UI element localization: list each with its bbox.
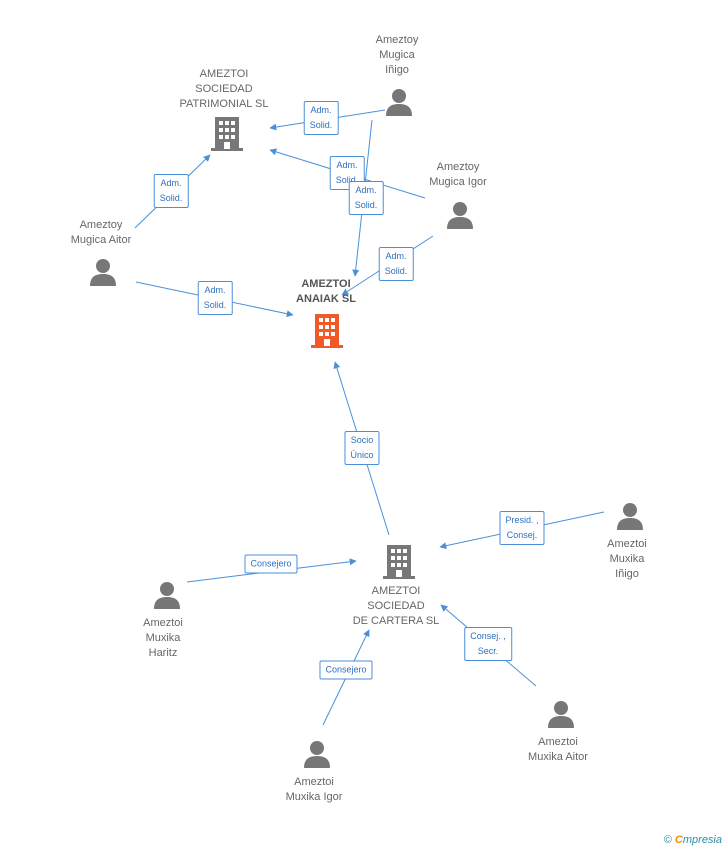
building-icon-patrimonial[interactable] (211, 116, 243, 152)
person-icon-aitor-muxika[interactable] (547, 700, 575, 728)
company-label-patrimonial[interactable]: AMEZTOI SOCIEDAD PATRIMONIAL SL (179, 68, 269, 110)
edge-label-presid-consej[interactable]: Presid. , Consej. (499, 511, 545, 545)
copyright-icon: © (663, 834, 672, 846)
building-icon-main[interactable] (311, 313, 343, 349)
edge-label-adm-solid[interactable]: Adm. Solid. (348, 181, 384, 215)
person-icon-aitor-mugica[interactable] (89, 258, 117, 286)
edge-label-adm-solid[interactable]: Adm. Solid. (378, 247, 414, 281)
person-label-inigo-muxika[interactable]: Ameztoi Muxika Iñigo (607, 538, 647, 580)
brand-logo-initial: C (674, 834, 683, 846)
person-label-igor-mugica[interactable]: Ameztoy Mugica Igor (429, 161, 487, 188)
person-label-aitor-muxika[interactable]: Ameztoi Muxika Aitor (528, 736, 588, 763)
person-label-haritz-muxika[interactable]: Ameztoi Muxika Haritz (143, 617, 183, 659)
person-icon-igor-mugica[interactable] (446, 201, 474, 229)
person-icon-haritz-muxika[interactable] (153, 581, 181, 609)
edge-label-adm-solid[interactable]: Adm. Solid. (303, 101, 339, 135)
person-label-igor-muxika[interactable]: Ameztoi Muxika Igor (285, 776, 343, 803)
edge-label-consej-secr[interactable]: Consej. , Secr. (464, 627, 512, 661)
brand-footer: © Cmpresia (664, 834, 722, 846)
person-label-inigo-mugica[interactable]: Ameztoy Mugica Iñigo (375, 34, 419, 76)
person-label-aitor-mugica[interactable]: Ameztoy Mugica Aitor (70, 219, 132, 246)
person-icon-inigo-muxika[interactable] (616, 502, 644, 530)
brand-logo-text: mpresia (682, 834, 722, 846)
person-icon-inigo-mugica[interactable] (385, 88, 413, 116)
edge-label-consejero[interactable]: Consejero (319, 660, 373, 680)
person-icon-igor-muxika[interactable] (303, 740, 331, 768)
company-label-cartera[interactable]: AMEZTOI SOCIEDAD DE CARTERA SL (352, 585, 440, 627)
edge-label-adm-solid[interactable]: Adm. Solid. (197, 281, 233, 315)
building-icon-cartera[interactable] (383, 544, 415, 580)
edge-label-adm-solid[interactable]: Adm. Solid. (153, 174, 189, 208)
edge-label-consejero[interactable]: Consejero (244, 554, 298, 574)
edge-label-socio-unico[interactable]: Socio Único (344, 431, 380, 465)
main-company-label[interactable]: AMEZTOI ANAIAK SL (296, 278, 356, 305)
